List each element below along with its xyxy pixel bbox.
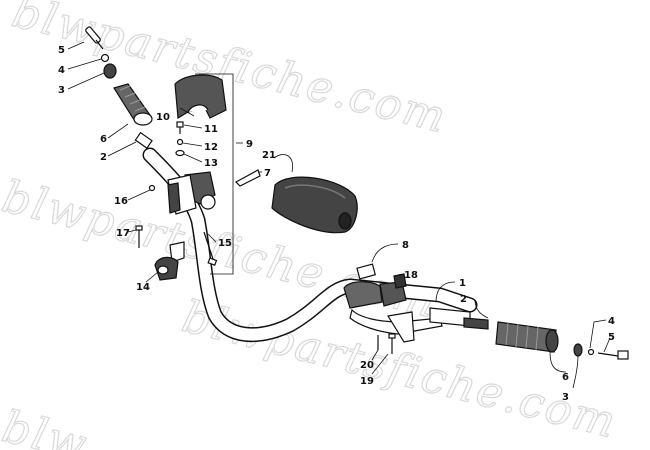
clamp-14 xyxy=(154,241,185,281)
callout-9: 9 xyxy=(246,139,253,150)
washer-4-top xyxy=(100,53,110,63)
callout-1: 1 xyxy=(459,278,466,289)
leader-lines xyxy=(67,41,611,389)
callout-10: 10 xyxy=(156,112,170,123)
callout-11: 11 xyxy=(204,124,218,135)
callout-13: 13 xyxy=(204,158,218,169)
callout-8: 8 xyxy=(402,240,409,251)
screw-11 xyxy=(176,121,184,134)
callout-20: 20 xyxy=(360,360,374,371)
washer-13 xyxy=(175,149,185,157)
callout-6-top: 6 xyxy=(100,134,107,145)
washer-12 xyxy=(176,138,184,146)
callout-5-right: 5 xyxy=(608,332,615,343)
bolt-15 xyxy=(203,231,218,266)
callout-2-top: 2 xyxy=(100,152,107,163)
sleeve-2-top xyxy=(134,131,153,149)
callout-2-right: 2 xyxy=(460,294,467,305)
callout-21: 21 xyxy=(262,150,276,161)
hand-guard-21 xyxy=(271,176,358,234)
callout-7: 7 xyxy=(264,168,271,179)
callout-14: 14 xyxy=(136,282,150,293)
washer-4-right xyxy=(587,348,595,356)
callout-18: 18 xyxy=(404,270,418,281)
grip-6-right xyxy=(495,321,559,353)
bracket-9 xyxy=(195,73,234,275)
screw-19 xyxy=(388,333,396,354)
end-cap-3-top xyxy=(103,63,117,79)
end-cap-3-right xyxy=(573,343,583,357)
sleeve-2-right xyxy=(463,317,489,330)
throttle-housing xyxy=(184,171,216,210)
callout-3-top: 3 xyxy=(58,85,65,96)
decal-7 xyxy=(235,169,261,187)
callout-16: 16 xyxy=(114,196,128,207)
bolt-5-top xyxy=(85,26,104,50)
callout-19: 19 xyxy=(360,376,374,387)
callout-12: 12 xyxy=(204,142,218,153)
callout-4-top: 4 xyxy=(58,65,65,76)
throttle-cover-10 xyxy=(174,74,227,120)
watermark-4: blw xyxy=(0,401,93,450)
callout-4-right: 4 xyxy=(608,316,615,327)
bolt-5-right xyxy=(597,350,629,360)
callout-15: 15 xyxy=(218,238,232,249)
callout-5-top: 5 xyxy=(58,45,65,56)
callout-3-right: 3 xyxy=(562,392,569,403)
nut-16 xyxy=(148,184,156,192)
bolt-17 xyxy=(135,225,143,248)
callout-labels: 5 4 3 6 2 10 11 12 13 9 21 7 16 17 15 14… xyxy=(58,45,615,403)
control-housing xyxy=(343,263,407,309)
watermark-1: blwpartsfiche.com xyxy=(7,0,452,144)
clamp-block xyxy=(167,174,197,215)
callout-17: 17 xyxy=(116,228,130,239)
brake-lever xyxy=(349,308,443,343)
callout-6-right: 6 xyxy=(562,372,569,383)
grip-6-top xyxy=(113,83,153,126)
